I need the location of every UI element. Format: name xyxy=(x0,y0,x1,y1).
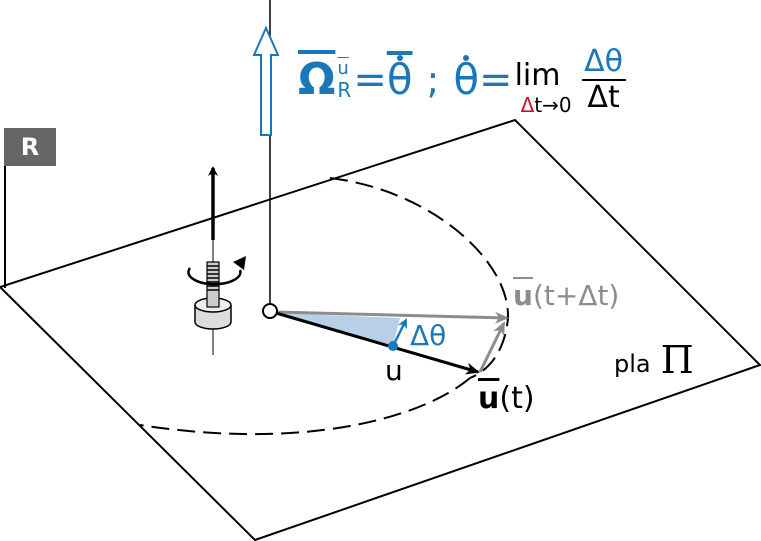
time-derivative-dot xyxy=(463,55,470,61)
screw-icon xyxy=(187,166,246,355)
separator: ; xyxy=(426,58,440,102)
limit-group: lim Δ t→0 xyxy=(514,58,572,117)
fraction-bar xyxy=(581,79,626,81)
origin-point xyxy=(262,303,278,319)
theta-dot-vector-group: θ xyxy=(387,55,413,101)
fraction: Δθ Δt xyxy=(581,44,626,115)
equals-2: = xyxy=(479,57,513,103)
vector-u-t xyxy=(275,311,480,375)
fraction-denominator: Δt xyxy=(587,80,620,115)
vector-u-t-plus-dt xyxy=(275,310,509,324)
time-derivative-dot xyxy=(396,55,403,61)
lim-condition: t→0 xyxy=(534,93,572,117)
fraction-numerator: Δθ xyxy=(584,44,624,79)
angular-velocity-arrow xyxy=(252,25,280,136)
trajectory-ellipse xyxy=(139,177,510,436)
plane-pi xyxy=(0,118,761,541)
u-t-label: u (t) xyxy=(478,384,535,414)
omega-symbol: Ω xyxy=(298,54,336,105)
omega-subscript: R xyxy=(337,78,352,102)
plane-symbol: Π xyxy=(660,338,694,382)
omega-superscript: u xyxy=(337,58,349,79)
delta-theta-arrow xyxy=(391,318,408,347)
u-next-label: u (t+Δt) xyxy=(513,282,619,310)
equals-1: = xyxy=(353,57,387,103)
vector-delta-u xyxy=(478,321,506,373)
u-next-argument: (t+Δt) xyxy=(532,279,620,312)
u-next-vector-label: u xyxy=(513,279,533,312)
angular-velocity-formula: Ω u R = θ ; θ = lim Δ t→0 Δθ Δt xyxy=(298,40,626,120)
theta-dot-group: θ xyxy=(453,55,479,101)
plane-label: pla xyxy=(614,350,651,378)
frame-label-r: R xyxy=(4,128,56,166)
lim-delta: Δ xyxy=(520,93,535,117)
u-point-label: u xyxy=(385,354,403,387)
lim-label: lim xyxy=(514,58,561,93)
u-t-vector-label: u xyxy=(478,381,500,416)
theta-dot-vector: θ xyxy=(386,55,413,104)
plane-name: pla Π xyxy=(614,340,694,380)
theta-dot: θ xyxy=(453,55,480,104)
delta-theta-label: Δθ xyxy=(410,319,447,352)
u-t-argument: (t) xyxy=(499,381,535,416)
